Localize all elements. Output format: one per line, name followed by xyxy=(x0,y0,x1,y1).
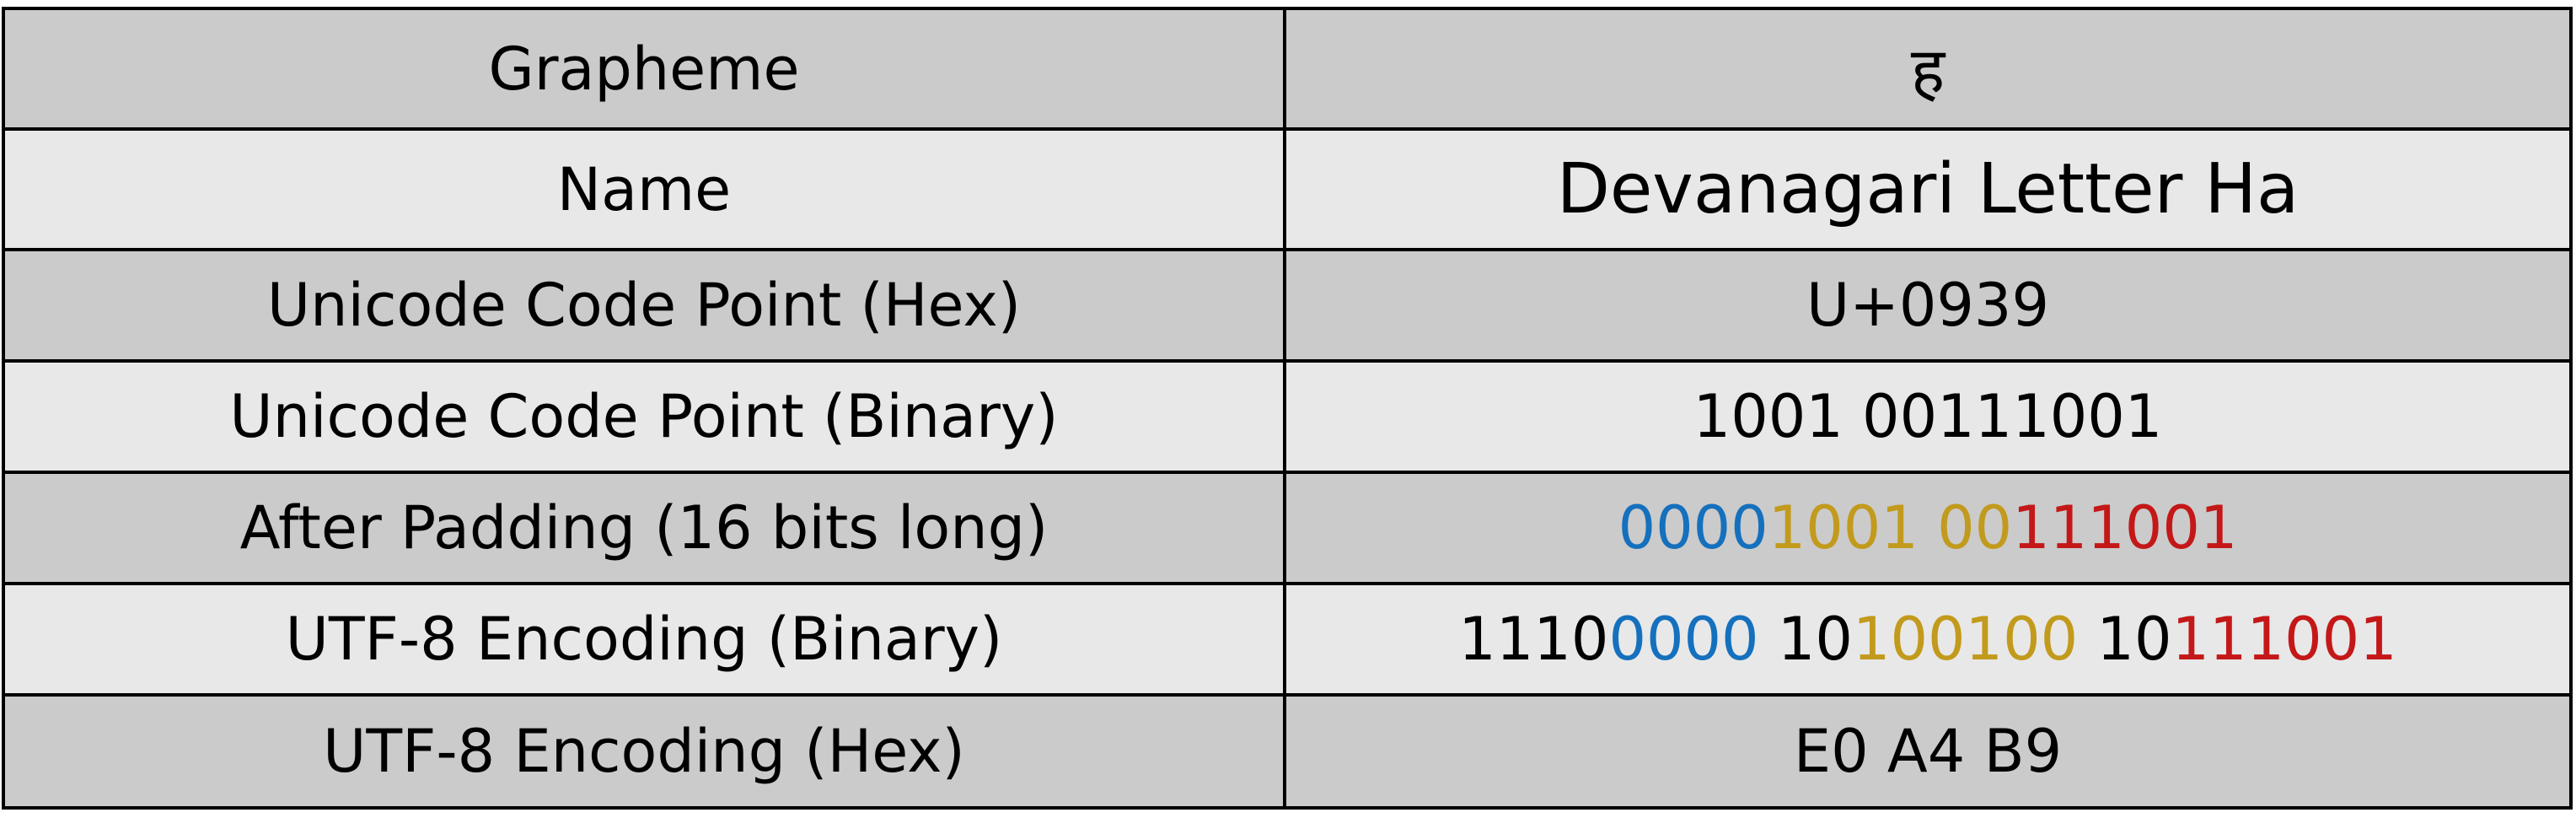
row-label: Grapheme xyxy=(5,10,1286,127)
bit-segment: 1001 00 xyxy=(1768,493,2013,562)
row-label: Unicode Code Point (Binary) xyxy=(5,363,1286,471)
row-label: UTF-8 Encoding (Binary) xyxy=(5,585,1286,693)
row-label: Name xyxy=(5,131,1286,248)
table-row-name: Name Devanagari Letter Ha xyxy=(5,131,2569,251)
bit-segment: 0000 xyxy=(1618,493,1768,562)
table-row-utf8-hex: UTF-8 Encoding (Hex) E0 A4 B9 xyxy=(5,697,2569,810)
grapheme-value: ह xyxy=(1910,33,1945,108)
table-row-binary-code-point: Unicode Code Point (Binary) 1001 0011100… xyxy=(5,363,2569,474)
bit-segment: 10 xyxy=(2078,605,2172,674)
utf8-hex-value: E0 A4 B9 xyxy=(1793,717,2063,786)
bit-segment: 1110 xyxy=(1458,605,1609,674)
table-row-hex-code-point: Unicode Code Point (Hex) U+0939 xyxy=(5,251,2569,363)
bit-segment: 100100 xyxy=(1852,605,2079,674)
bit-segment: 10 xyxy=(1758,605,1853,674)
bit-segment: 111001 xyxy=(2171,605,2397,674)
name-value: Devanagari Letter Ha xyxy=(1556,149,2300,229)
encoding-table: Grapheme ह Name Devanagari Letter Ha Uni… xyxy=(2,7,2573,810)
binary-code-point-value: 1001 00111001 xyxy=(1693,382,2163,451)
row-label: After Padding (16 bits long) xyxy=(5,474,1286,582)
hex-code-point-value: U+0939 xyxy=(1806,271,2050,340)
bit-segment: 111001 xyxy=(2012,493,2238,562)
bit-segment: 0000 xyxy=(1608,605,1759,674)
row-label: UTF-8 Encoding (Hex) xyxy=(5,697,1286,806)
row-label: Unicode Code Point (Hex) xyxy=(5,251,1286,359)
table-row-grapheme: Grapheme ह xyxy=(5,10,2569,131)
